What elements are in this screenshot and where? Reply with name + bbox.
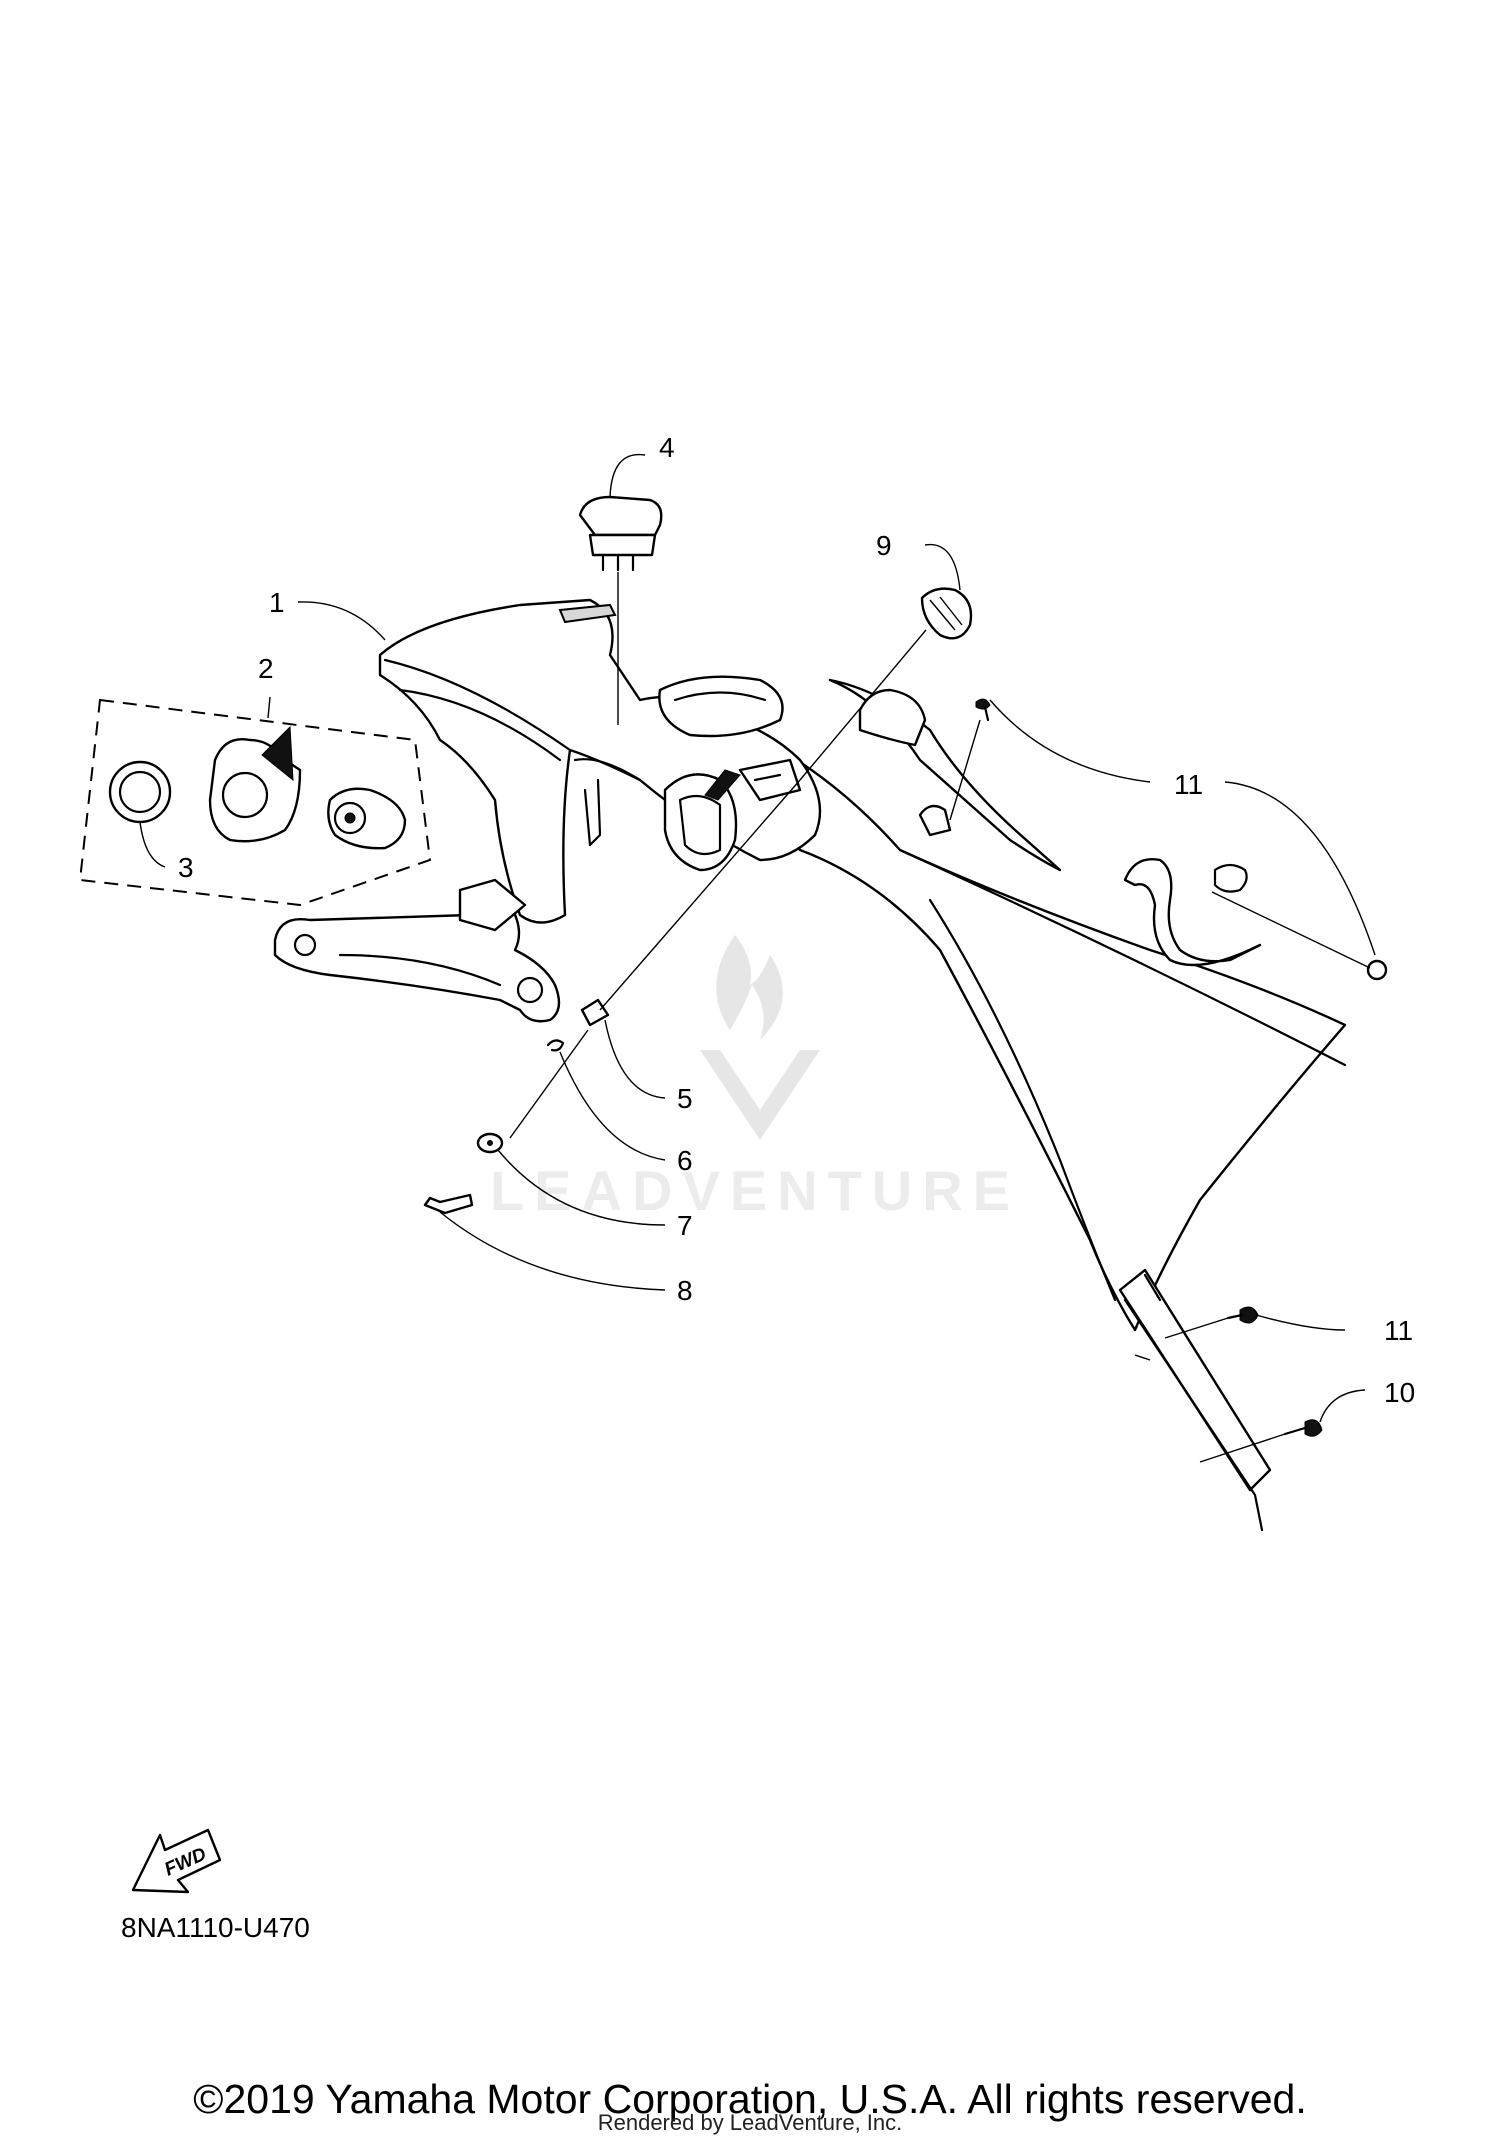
nut-clip: [580, 998, 610, 1027]
callout-labels: 1 2 3 4 5 6 7 8 9 10 11 11: [178, 432, 1415, 1408]
plate-bolt: [1283, 1419, 1323, 1437]
license-plate-bracket: [1118, 1268, 1272, 1532]
plain-washer: [476, 1132, 504, 1154]
callout-11-upper: 11: [1174, 769, 1203, 800]
support-bracket: [273, 878, 561, 1023]
bulb-cover: [208, 725, 302, 843]
seat-cowl: [378, 598, 952, 924]
callout-2: 2: [258, 653, 274, 684]
callout-10: 10: [1384, 1377, 1415, 1408]
grommet-ring: [108, 760, 172, 824]
screw-upper: [975, 698, 991, 722]
seat-switch: [578, 495, 663, 572]
callout-6: 6: [677, 1145, 693, 1176]
socket-kit-group: [78, 698, 432, 907]
leader-lines: [139, 453, 1376, 1463]
screw-right: [1366, 959, 1388, 981]
reflector: [920, 587, 973, 640]
watermark-text: LEADVENTURE: [490, 1159, 1020, 1222]
callout-9: 9: [876, 530, 892, 561]
callout-3: 3: [178, 852, 194, 883]
bolt: [423, 1193, 474, 1215]
bulb-socket: [327, 787, 407, 850]
callout-11-lower: 11: [1384, 1315, 1413, 1346]
fwd-arrow-icon: FWD: [131, 1828, 222, 1894]
callout-1: 1: [269, 587, 285, 618]
spring-washer: [546, 1039, 565, 1052]
callout-7: 7: [677, 1210, 693, 1241]
copyright-notice: ©2019 Yamaha Motor Corporation, U.S.A. A…: [193, 2076, 1307, 2122]
rear-fender-assembly: [718, 678, 1347, 1332]
leadventure-watermark: LEADVENTURE: [490, 935, 1020, 1222]
diagram-reference-code: 8NA1110-U470: [121, 1912, 310, 1943]
callout-5: 5: [677, 1083, 693, 1114]
screw-lower: [1226, 1306, 1259, 1324]
callout-4: 4: [659, 432, 675, 463]
callout-8: 8: [677, 1275, 693, 1306]
rendered-by-credit: Rendered by LeadVenture, Inc.: [597, 2110, 903, 2135]
